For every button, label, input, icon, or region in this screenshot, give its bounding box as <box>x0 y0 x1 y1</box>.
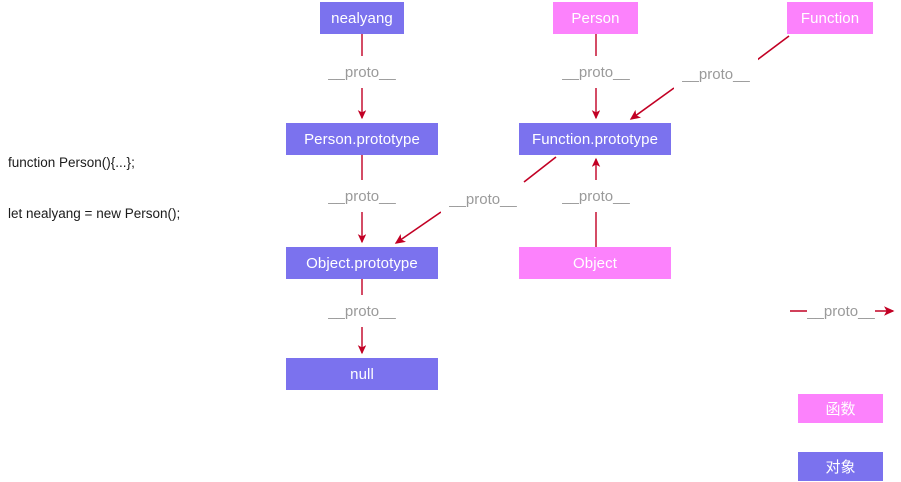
proto-text: __proto__ <box>449 190 517 208</box>
legend-proto-label: __proto__ <box>807 296 875 326</box>
legend-item-object-label: 对象 <box>825 459 856 476</box>
edge-label-function-prototype-to-object-prototype: __proto__ <box>441 183 525 215</box>
node-person-prototype[interactable]: Person.prototype <box>286 123 438 155</box>
edge-function-to-function-prototype <box>756 35 790 61</box>
proto-text: __proto__ <box>328 302 396 320</box>
node-nealyang[interactable]: nealyang <box>320 2 404 34</box>
proto-text: __proto__ <box>328 63 396 81</box>
node-person-prototype-label: Person.prototype <box>304 130 420 148</box>
node-null[interactable]: null <box>286 358 438 390</box>
edge-function-to-function-prototype-2 <box>629 87 675 120</box>
node-function-prototype-label: Function.prototype <box>531 130 659 148</box>
node-person-label: Person <box>571 9 620 27</box>
proto-text: __proto__ <box>328 187 396 205</box>
code-annotation-line-1: function Person(){...}; <box>8 155 135 170</box>
node-function[interactable]: Function <box>787 2 873 34</box>
proto-text: __proto__ <box>682 65 750 83</box>
node-person[interactable]: Person <box>553 2 638 34</box>
node-nealyang-label: nealyang <box>331 9 393 27</box>
edge-label-object-prototype-to-null: __proto__ <box>320 295 404 327</box>
code-annotation-line-2: let nealyang = new Person(); <box>8 206 181 221</box>
legend-item-function-label: 函数 <box>825 401 856 418</box>
edge-label-object-to-function-prototype: __proto__ <box>554 180 638 212</box>
code-annotation: function Person(){...}; let nealyang = n… <box>8 120 180 256</box>
proto-text: __proto__ <box>807 302 875 320</box>
legend-item-object: 对象 <box>798 452 883 481</box>
edge-label-function-to-function-prototype: __proto__ <box>674 58 758 90</box>
legend-item-function: 函数 <box>798 394 883 423</box>
edge-label-person-prototype-to-object-prototype: __proto__ <box>320 180 404 212</box>
node-function-prototype[interactable]: Function.prototype <box>519 123 671 155</box>
edge-function-prototype-to-object-prototype <box>523 156 557 183</box>
node-null-label: null <box>350 365 374 383</box>
node-object[interactable]: Object <box>519 247 671 279</box>
node-object-label: Object <box>573 254 617 272</box>
proto-text: __proto__ <box>562 63 630 81</box>
edge-label-person-to-function-prototype: __proto__ <box>554 56 638 88</box>
edge-label-nealyang-to-person-prototype: __proto__ <box>320 56 404 88</box>
node-function-label: Function <box>800 9 860 27</box>
edge-function-prototype-to-object-prototype-2 <box>394 211 442 244</box>
node-object-prototype[interactable]: Object.prototype <box>286 247 438 279</box>
proto-text: __proto__ <box>562 187 630 205</box>
node-object-prototype-label: Object.prototype <box>306 254 418 272</box>
